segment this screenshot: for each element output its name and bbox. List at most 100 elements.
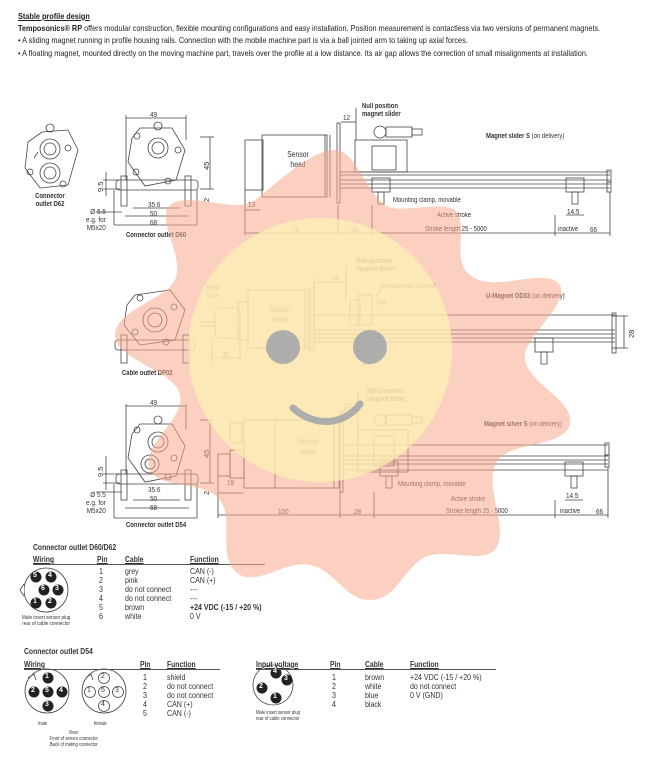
dim-28-a: 28	[351, 225, 359, 234]
cable: brown	[125, 603, 145, 612]
dim-76: 76	[292, 225, 300, 234]
connector-d62-label: Connector outlet D62	[35, 193, 65, 208]
function: +24 VDC (-15 / +20 %)	[190, 603, 262, 612]
on-delivery-note: (on delivery)	[530, 293, 565, 300]
intro-lead: offers modular construction, flexible mo…	[82, 23, 601, 34]
pin-number: 4	[48, 572, 52, 579]
plug-d54-female-diagram	[81, 668, 127, 714]
col-input-voltage: Input voltage	[256, 660, 299, 669]
pin: 2	[332, 682, 336, 691]
intro-section: Stable profile design Temposonics® RP of…	[18, 10, 625, 59]
hole-label-d60: Ø 5.5 e.g. for M5x20	[86, 207, 106, 232]
null-position-label-1: Null position magnet slider	[362, 103, 401, 118]
connector-d54-label: Connector outlet D54	[126, 522, 187, 529]
plug-d54-male-diagram	[24, 668, 70, 714]
dim-100: 100	[278, 507, 289, 516]
mounting-clamp-label-3: Mounting clamp, movable	[398, 481, 466, 488]
dim-50-d54: 50	[150, 494, 158, 503]
dim-35-6-d54: 35.6	[148, 485, 161, 494]
pin-number: 2	[48, 598, 52, 605]
magnet-slider-label-3: Magnet silver S (on delivery)	[484, 421, 562, 429]
dim-49: 49	[150, 110, 158, 119]
cable: blue	[365, 691, 379, 700]
dim-28-vertical: 28	[627, 329, 636, 338]
inactive-label-3: inactive	[560, 508, 581, 515]
on-delivery-note: (on delivery)	[527, 421, 563, 428]
pin: 4	[99, 594, 103, 603]
dim-45: 45	[202, 161, 211, 170]
dim-12: 12	[343, 113, 351, 122]
magnet-slider-label-1: Magnet slider S (on delivery)	[486, 133, 564, 141]
pin-number: 1	[33, 598, 37, 605]
cable: white	[365, 682, 382, 691]
male-label: male	[38, 721, 48, 727]
dim-68-d54: 68	[150, 503, 158, 512]
plug-d60-caption: Male insert sensor plug rear of cable co…	[22, 615, 71, 627]
dim-66-d54: 66	[596, 507, 604, 516]
pin: 3	[143, 691, 147, 700]
pin: 1	[332, 673, 336, 682]
female-label: female	[94, 721, 107, 727]
function: ---	[190, 585, 198, 594]
pin: 5	[99, 603, 103, 612]
col-cable: Cable	[125, 555, 144, 564]
emc-m16-label: EMC M16	[207, 285, 221, 300]
u-magnet-label: U-Magnet OD33 (on delivery)	[486, 293, 565, 301]
null-position-label-3: Null position magnet slider	[367, 388, 406, 403]
stroke-length-label-3: Stroke length 25 - 5000	[446, 508, 508, 515]
mounting-clamp-label-1: Mounting clamp, movable	[393, 197, 461, 204]
pin-number: 5	[45, 687, 49, 694]
function: do not connect	[410, 682, 457, 691]
col-wiring: Wiring	[33, 555, 55, 564]
dim-12-d54: 12	[344, 401, 352, 410]
pin: 1	[99, 567, 103, 576]
intro-paragraph: Temposonics® RP offers modular construct…	[18, 22, 625, 34]
col-function: Function	[410, 660, 439, 669]
cable: grey	[125, 567, 139, 576]
pin-number: 2	[31, 687, 35, 694]
pin-number: 3	[115, 687, 119, 694]
pin: 3	[332, 691, 336, 700]
function: CAN (-)	[167, 709, 191, 718]
cable-outlet-dp02-face	[114, 289, 196, 364]
sensor-head-label-3: Sensor head	[297, 437, 319, 456]
col-function: Function	[167, 660, 196, 669]
pin: 1	[143, 673, 147, 682]
dim-2-d54: 2	[202, 490, 211, 495]
function: ---	[190, 594, 198, 603]
dim-9-5: 9.5	[96, 181, 105, 192]
connector-d60-label: Connector outlet D60	[126, 232, 187, 239]
sensor-side-view-1	[244, 108, 612, 236]
dim-2: 2	[202, 197, 211, 202]
pin-number: 5	[33, 572, 37, 579]
pin-number: 6	[41, 585, 45, 592]
cable: white	[125, 612, 142, 621]
cable: pink	[125, 576, 138, 585]
pin-number: 3	[45, 701, 49, 708]
active-stroke-label-3: Active stroke	[451, 496, 486, 503]
section-heading: Stable profile design	[18, 11, 90, 21]
pin: 4	[143, 700, 147, 709]
pin-number: 2	[101, 673, 105, 680]
function: CAN (+)	[167, 700, 193, 709]
dim-9-5-d54: 9.5	[96, 466, 105, 477]
function: 0 V	[190, 612, 201, 621]
col-pin: Pin	[140, 660, 151, 669]
table-d54-title: Connector outlet D54	[24, 647, 93, 656]
connector-d62-face	[24, 123, 79, 189]
pin: 5	[143, 709, 147, 718]
cable: black	[365, 700, 382, 709]
dim-30: 30	[222, 350, 230, 359]
function: CAN (+)	[190, 576, 216, 585]
pin-number: 1	[45, 673, 49, 680]
header-rule	[256, 669, 496, 670]
col-pin: Pin	[330, 660, 341, 669]
pin: 6	[99, 612, 103, 621]
function: do not connect	[167, 682, 214, 691]
pin-number: 2	[259, 683, 263, 690]
pin-number: 4	[59, 687, 63, 694]
cable-outlet-dp02-label: Cable outlet DP02	[122, 370, 173, 377]
pin-number: 1	[273, 693, 277, 700]
on-delivery-note: (on delivery)	[529, 133, 565, 140]
